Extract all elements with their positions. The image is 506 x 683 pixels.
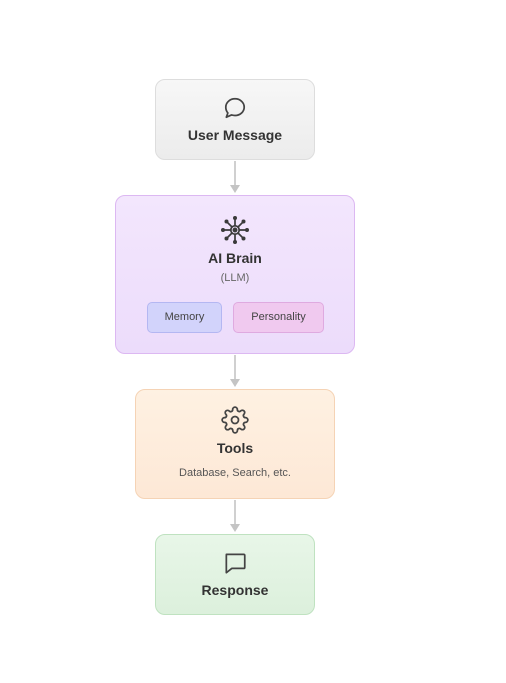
- node-title: User Message: [187, 127, 283, 143]
- arrow-connector: [230, 161, 240, 193]
- chat-square-icon: [225, 553, 246, 574]
- node-title: Tools: [216, 440, 254, 456]
- arrow-connector: [230, 355, 240, 387]
- node-subtitle: (LLM): [220, 272, 250, 284]
- speech-bubble-icon: [224, 97, 246, 119]
- user-message-node: User Message: [155, 79, 315, 160]
- memory-chip: Memory: [147, 302, 222, 333]
- tools-node: Tools Database, Search, etc.: [135, 389, 335, 499]
- neural-network-icon: [221, 216, 249, 244]
- gear-icon: [221, 406, 249, 434]
- personality-chip: Personality: [233, 302, 324, 333]
- arrow-connector: [230, 500, 240, 532]
- node-subtitle: Database, Search, etc.: [179, 467, 291, 479]
- ai-brain-node: AI Brain (LLM) Memory Personality: [115, 195, 355, 354]
- node-title: Response: [201, 582, 269, 598]
- node-title: AI Brain: [208, 250, 262, 266]
- response-node: Response: [155, 534, 315, 615]
